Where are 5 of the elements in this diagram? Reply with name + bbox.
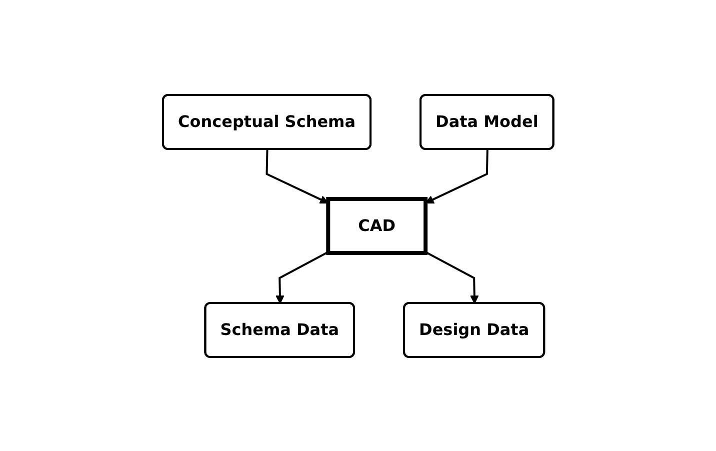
arrow — [424, 148, 488, 204]
arrow — [266, 148, 328, 204]
arrow — [275, 250, 328, 304]
node-box: CAD — [326, 196, 428, 254]
arrow — [424, 250, 479, 304]
